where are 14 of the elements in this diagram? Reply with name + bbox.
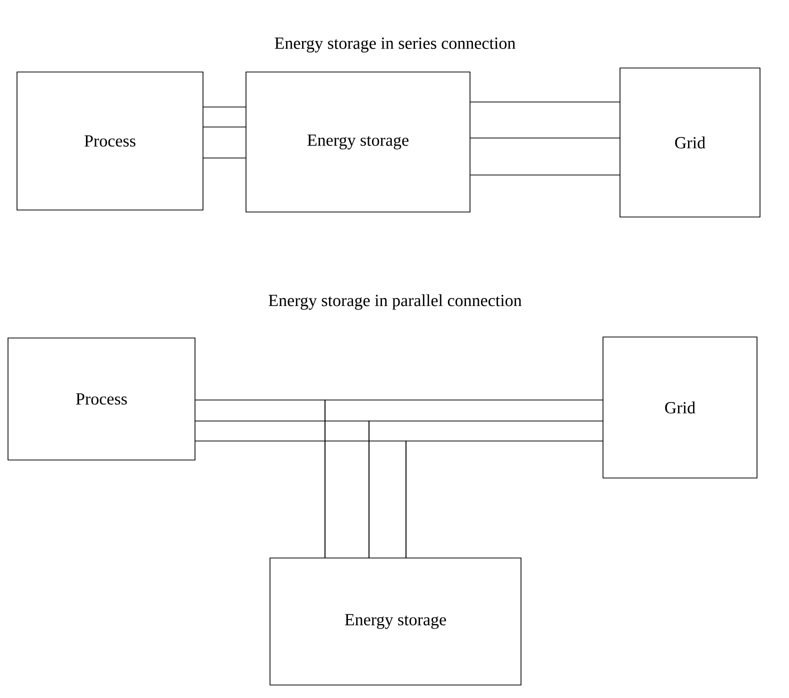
connection-line xyxy=(368,420,604,558)
connection-line xyxy=(202,106,246,108)
connection-line xyxy=(470,174,620,176)
block-box: Process xyxy=(16,72,204,210)
section-heading: Energy storage in parallel connection xyxy=(268,294,522,310)
block-box: Grid xyxy=(620,68,760,218)
block-box: Energy storage xyxy=(246,72,470,212)
connection-line xyxy=(202,126,246,128)
block-box: Process xyxy=(8,338,196,460)
block-box: Energy storage xyxy=(270,558,522,686)
connection-line xyxy=(406,440,604,558)
diagram-title: Energy storage in series connection xyxy=(274,38,516,52)
connection-line xyxy=(324,400,604,558)
block-box: Grid xyxy=(602,336,758,478)
